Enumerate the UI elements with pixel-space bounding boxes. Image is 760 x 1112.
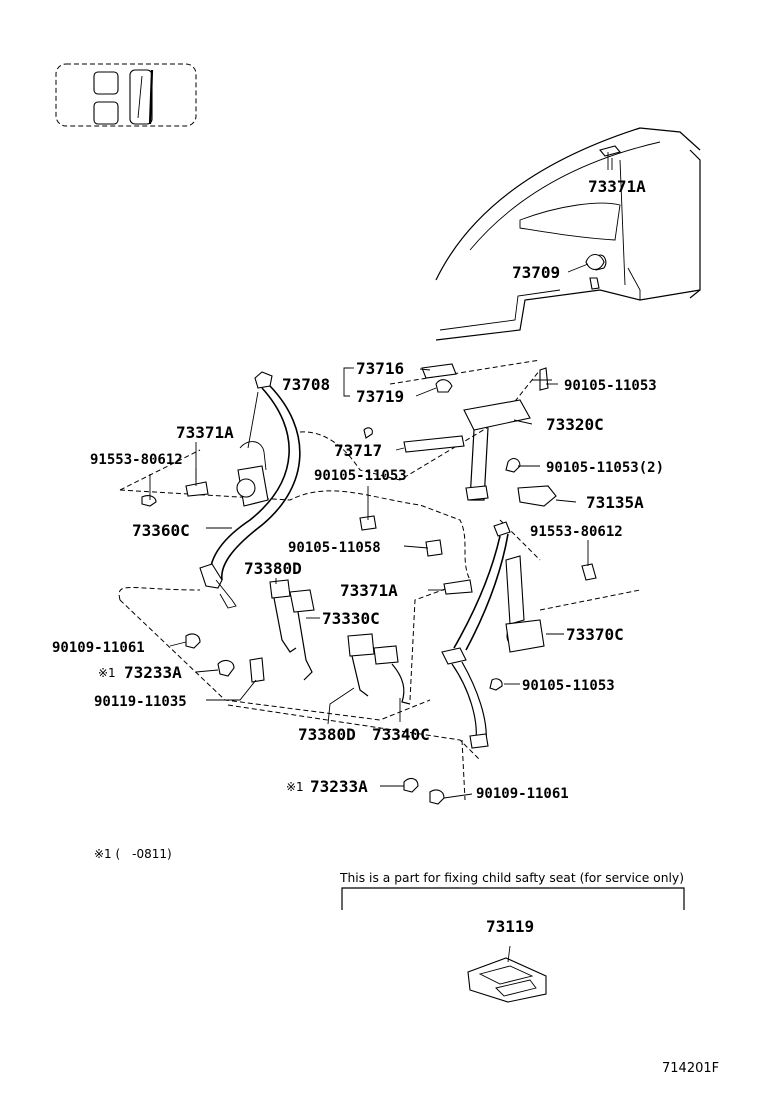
label-73717: 73717: [334, 441, 382, 460]
part-number-labels: 73371A 73709 73716 73708 73719 90105-110…: [52, 177, 664, 936]
label-73708: 73708: [282, 375, 330, 394]
rear-seat-outline: [118, 359, 641, 801]
label-90109-11061-a: 90109-11061: [52, 640, 145, 656]
label-91553-80612-right: 91553-80612: [530, 524, 623, 540]
center-buckle-assemblies: [185, 427, 445, 805]
label-90119-11035: 90119-11035: [94, 694, 187, 710]
label-90105-11053-c: 90105-11053: [522, 678, 615, 694]
right-seat-belt-assembly: [441, 399, 597, 749]
label-90109-11061-b: 90109-11061: [476, 786, 569, 802]
label-73380d-bottom: 73380D: [298, 725, 356, 744]
label-73233a-b: 73233A: [310, 777, 368, 796]
label-73330c: 73330C: [322, 609, 380, 628]
service-part-bracket: [341, 887, 685, 910]
note-mark-b: ※1: [286, 780, 304, 794]
label-90105-11053-a: 90105-11053: [564, 378, 657, 394]
label-73371a-top: 73371A: [588, 177, 646, 196]
label-73320c: 73320C: [546, 415, 604, 434]
label-73360c: 73360C: [132, 521, 190, 540]
label-73340c: 73340C: [372, 725, 430, 744]
label-73716: 73716: [356, 359, 404, 378]
child-seat-fixing-part-73119: [467, 945, 547, 1003]
label-90105-11053-b: 90105-11053: [314, 468, 407, 484]
label-73709: 73709: [512, 263, 560, 282]
label-73371a-left: 73371A: [176, 423, 234, 442]
label-73380d-top: 73380D: [244, 559, 302, 578]
figure-id: 714201F: [662, 1061, 719, 1076]
label-73135a: 73135A: [586, 493, 644, 512]
note-mark-a: ※1: [98, 666, 116, 680]
label-91553-80612-left: 91553-80612: [90, 452, 183, 468]
left-seat-belt-assembly: [141, 371, 301, 609]
label-73371a-mid: 73371A: [340, 581, 398, 600]
label-90105-11053-2: 90105-11053(2): [546, 460, 664, 476]
label-73119: 73119: [486, 917, 534, 936]
footnote-production-range: ※1 ( -0811): [94, 847, 172, 861]
body-panel-outline: [435, 127, 701, 341]
upper-belt-guides: [403, 363, 552, 453]
label-90105-11058: 90105-11058: [288, 540, 381, 556]
vehicle-locator-icon: [55, 63, 197, 127]
label-73370c: 73370C: [566, 625, 624, 644]
label-73233a-a: 73233A: [124, 663, 182, 682]
leader-lines: [149, 158, 613, 799]
label-73719: 73719: [356, 387, 404, 406]
service-note-text: This is a part for fixing child safty se…: [339, 871, 684, 885]
